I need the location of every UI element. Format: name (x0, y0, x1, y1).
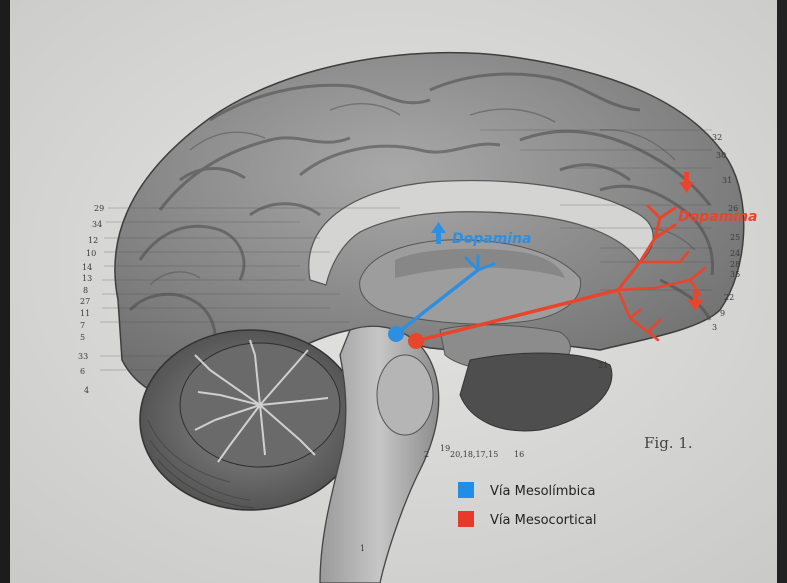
ref-number: 24 (730, 249, 740, 258)
ref-number: 33 (78, 352, 88, 361)
ref-number: 30 (716, 151, 726, 160)
ref-number: 12 (88, 236, 98, 245)
ref-number: 32 (712, 133, 722, 142)
ref-number: 25 (730, 233, 740, 242)
ref-number: 9 (720, 309, 725, 318)
figure-label: Fig. 1. (644, 434, 693, 452)
right-frame-edge (777, 0, 787, 583)
ref-number: 2 (424, 450, 429, 459)
red-dopamine-label: Dopamina (678, 209, 758, 225)
ref-number: 7 (80, 321, 85, 330)
ref-number: 11 (80, 309, 90, 318)
ref-number: 29 (94, 204, 104, 213)
ref-number: 6 (80, 367, 85, 376)
left-frame-edge (0, 0, 10, 583)
ref-number: 13 (82, 274, 92, 283)
legend-swatch-mesolimbic (458, 482, 474, 498)
ref-number: 27 (80, 297, 90, 306)
ref-number: 31 (722, 176, 732, 185)
ref-number: 22 (724, 293, 734, 302)
ventral-tegmental-area-blue (388, 326, 404, 342)
ref-number: 21 (598, 361, 608, 370)
ref-number: 35 (730, 270, 740, 279)
ref-number: 26 (728, 204, 738, 213)
cerebellum (140, 330, 360, 510)
ref-number: 10 (86, 249, 96, 258)
blue-dopamine-label: Dopamina (452, 231, 532, 247)
ref-number: 5 (80, 333, 85, 342)
legend-swatch-mesocortical (458, 511, 474, 527)
legend-label-mesolimbic: Vía Mesolímbica (490, 484, 595, 499)
ref-number: 1 (360, 544, 365, 553)
ref-number: 3 (712, 323, 717, 332)
ref-number: 28 (730, 260, 740, 269)
ref-number: 14 (82, 263, 92, 272)
pons (377, 355, 433, 435)
ref-number: 16 (514, 450, 524, 459)
ref-number: 34 (92, 220, 102, 229)
ventral-tegmental-area-red (408, 333, 424, 349)
ref-number: 8 (83, 286, 88, 295)
ref-number: 20,18,17,15 (450, 450, 498, 459)
legend-label-mesocortical: Vía Mesocortical (490, 513, 596, 528)
ref-number: 19 (440, 444, 450, 453)
ref-number: 4 (84, 386, 89, 395)
